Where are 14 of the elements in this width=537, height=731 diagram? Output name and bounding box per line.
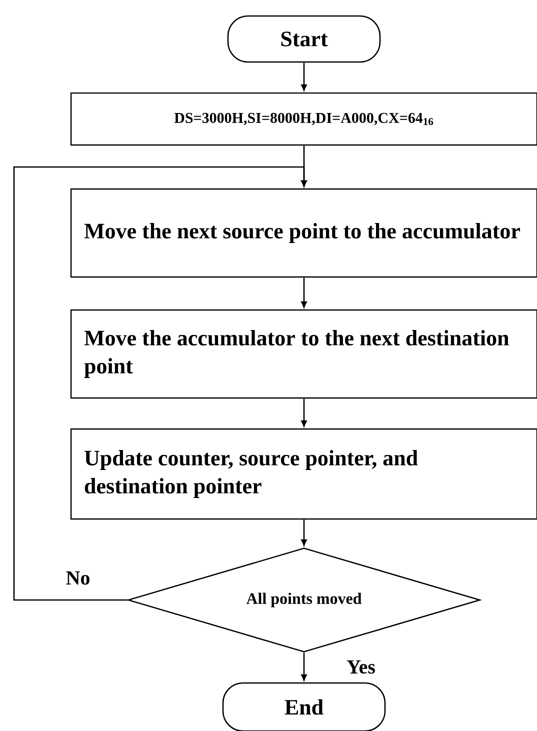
terminal-box: End [222, 682, 386, 731]
edge-label: No [64, 570, 92, 586]
arrow [301, 398, 307, 427]
arrow [13, 166, 307, 601]
arrow [301, 62, 307, 91]
arrow [301, 652, 307, 681]
process-box: Update counter, source pointer, and destination pointer [70, 428, 537, 520]
process-box: Move the accumulator to the next destination point [70, 309, 537, 399]
arrow [301, 278, 307, 308]
terminal-box: Start [227, 15, 381, 63]
arrow [301, 520, 307, 546]
edge-label: Yes [346, 659, 376, 675]
process-box: DS=3000H,SI=8000H,DI=A000,CX=64$_{16}$ [70, 92, 537, 146]
process-box: Move the next source point to the accumulator [70, 188, 537, 278]
